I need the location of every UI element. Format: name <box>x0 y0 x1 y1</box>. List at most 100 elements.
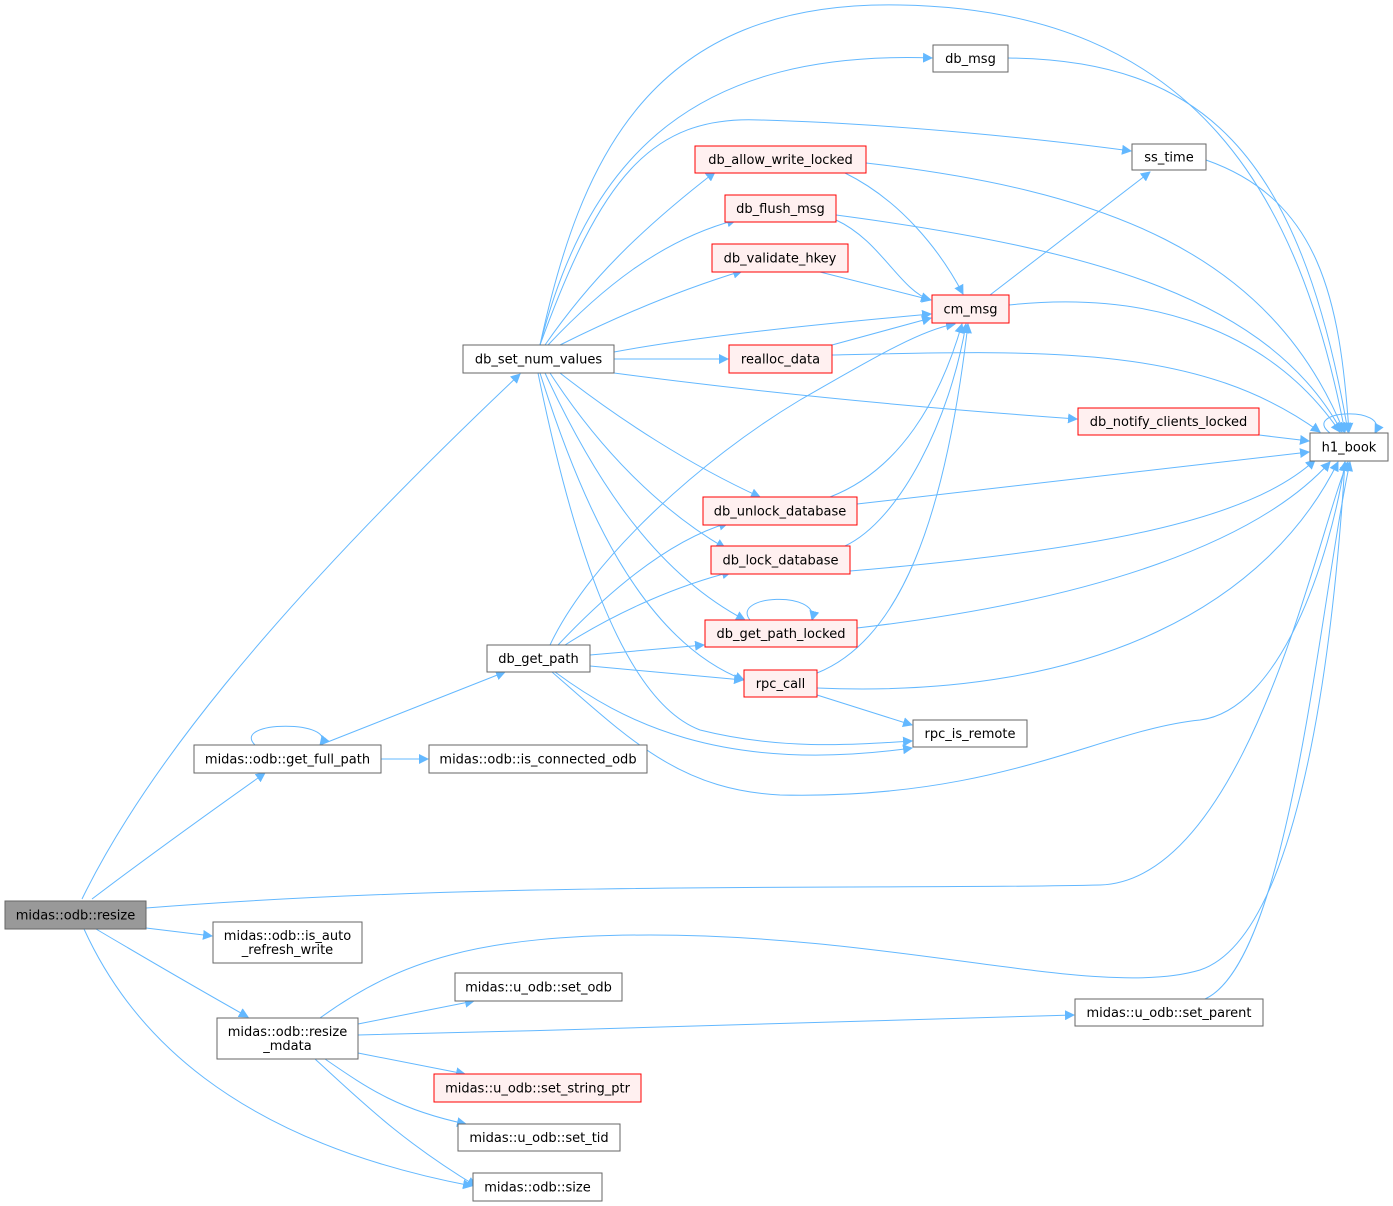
node-label: realloc_data <box>741 353 820 368</box>
node-db-unlock-database[interactable]: db_unlock_database <box>702 496 858 526</box>
node-db-get-path[interactable]: db_get_path <box>486 644 591 673</box>
node-get-full-path[interactable]: midas::odb::get_full_path <box>193 744 382 774</box>
node-rpc-call[interactable]: rpc_call <box>743 669 818 698</box>
node-box <box>472 1172 603 1202</box>
edge-resize_mdata-to-set_tid <box>324 1058 467 1128</box>
node-label: db_unlock_database <box>714 505 847 520</box>
edge-db_flush_msg-to-h1_book <box>835 214 1343 433</box>
edge-db_get_path_locked-to-h1_book <box>856 461 1331 629</box>
node-box <box>728 344 833 374</box>
edge-set_parent-to-h1_book <box>1204 461 1353 1000</box>
node-db-lock-database[interactable]: db_lock_database <box>710 545 851 575</box>
node-box <box>462 344 615 374</box>
node-label: midas::u_odb::set_odb <box>465 981 612 996</box>
edge-resize-to-resize_mdata <box>95 928 249 1018</box>
node-cm-msg[interactable]: cm_msg <box>931 294 1010 324</box>
node-resize[interactable]: midas::odb::resize <box>4 900 147 930</box>
edge-db_unlock_database-to-cm_msg <box>829 323 965 498</box>
node-box <box>702 496 858 526</box>
edge-resize-to-is_auto_refresh_write <box>145 927 213 940</box>
node-label: midas::u_odb::set_string_ptr <box>445 1082 631 1097</box>
node-db-set-num-values[interactable]: db_set_num_values <box>462 344 615 374</box>
node-set-string-ptr[interactable]: midas::u_odb::set_string_ptr <box>433 1073 642 1103</box>
node-label: db_allow_write_locked <box>708 153 853 168</box>
node-box <box>743 669 818 698</box>
edge-db_set_num_values-to-db_notify_clients_locked <box>613 372 1078 424</box>
node-label: db_get_path <box>498 652 578 667</box>
edge-rpc_call-to-rpc_is_remote <box>816 694 913 728</box>
node-label: db_notify_clients_locked <box>1090 415 1247 430</box>
node-label: cm_msg <box>944 303 998 318</box>
edge-realloc_data-to-h1_book <box>831 352 1321 433</box>
node-h1-book[interactable]: h1_book <box>1309 432 1389 462</box>
edge-db_set_num_values-to-db_msg <box>539 52 933 346</box>
edge-db_get_path-to-db_get_path_locked <box>589 640 705 656</box>
node-box <box>454 972 623 1002</box>
edge-db_set_num_values-to-db_get_path_locked <box>544 372 746 621</box>
node-label: midas::odb::is_auto <box>224 929 351 944</box>
edge-h1_book-to-h1_book <box>1323 413 1384 434</box>
edge-get_full_path-to-get_full_path <box>251 725 330 746</box>
node-set-parent[interactable]: midas::u_odb::set_parent <box>1074 998 1264 1027</box>
node-box <box>486 644 591 673</box>
node-label: db_get_path_locked <box>717 627 846 642</box>
node-box <box>931 294 1010 324</box>
node-label: midas::u_odb::set_parent <box>1087 1006 1252 1021</box>
node-db-flush-msg[interactable]: db_flush_msg <box>724 194 837 223</box>
node-set-tid[interactable]: midas::u_odb::set_tid <box>457 1123 621 1152</box>
node-box <box>694 145 867 174</box>
node-realloc-data[interactable]: realloc_data <box>728 344 833 374</box>
node-box <box>1309 432 1389 462</box>
node-label: db_msg <box>945 52 996 67</box>
edge-db_allow_write_locked-to-cm_msg <box>844 172 964 295</box>
node-box <box>433 1073 642 1103</box>
node-db-allow-write-locked[interactable]: db_allow_write_locked <box>694 145 867 174</box>
edge-ss_time-to-h1_book <box>1205 159 1354 433</box>
edge-db_set_num_values-to-rpc_is_remote <box>537 372 913 747</box>
edge-db_msg-to-h1_book <box>1007 57 1352 433</box>
node-box <box>1131 143 1207 171</box>
node-is-connected-odb[interactable]: midas::odb::is_connected_odb <box>428 744 648 774</box>
node-label: midas::u_odb::set_tid <box>469 1131 608 1146</box>
node-ss-time[interactable]: ss_time <box>1131 143 1207 171</box>
node-box <box>428 744 648 774</box>
node-box <box>1074 998 1264 1027</box>
edge-resize-to-h1_book <box>145 461 1349 909</box>
edge-db_get_path-to-db_unlock_database <box>557 520 729 646</box>
node-box <box>724 194 837 223</box>
node-label: rpc_is_remote <box>925 727 1016 742</box>
node-label: db_set_num_values <box>475 353 603 368</box>
node-resize-mdata[interactable]: midas::odb::resize_mdata <box>216 1017 359 1060</box>
node-label: _mdata <box>262 1039 311 1054</box>
edge-db_lock_database-to-cm_msg <box>844 323 970 547</box>
node-db-validate-hkey[interactable]: db_validate_hkey <box>711 243 849 273</box>
node-is-auto-refresh-write[interactable]: midas::odb::is_auto_refresh_write <box>212 921 363 964</box>
edge-db_get_path-to-cm_msg <box>549 320 956 646</box>
node-db-get-path-locked[interactable]: db_get_path_locked <box>704 619 858 648</box>
node-size[interactable]: midas::odb::size <box>472 1172 603 1202</box>
node-box <box>212 921 363 964</box>
edge-rpc_call-to-cm_msg <box>816 323 972 674</box>
node-label: midas::odb::get_full_path <box>205 753 370 768</box>
edge-resize_mdata-to-set_odb <box>357 997 475 1025</box>
node-label: db_flush_msg <box>736 202 825 217</box>
edge-db_set_num_values-to-db_unlock_database <box>559 372 761 498</box>
node-rpc-is-remote[interactable]: rpc_is_remote <box>912 719 1028 748</box>
edge-db_get_path-to-rpc_is_remote <box>554 671 913 756</box>
node-label: db_lock_database <box>722 554 838 569</box>
edge-db_unlock_database-to-h1_book <box>856 448 1310 505</box>
node-db-notify-clients-locked[interactable]: db_notify_clients_locked <box>1077 407 1260 436</box>
edge-db_set_num_values-to-ss_time <box>539 119 1132 346</box>
edge-get_full_path-to-db_get_path <box>319 670 506 746</box>
node-box <box>193 744 382 774</box>
node-label: _refresh_write <box>241 943 333 958</box>
edge-db_set_num_values-to-cm_msg <box>613 309 932 353</box>
node-db-msg[interactable]: db_msg <box>932 44 1009 73</box>
edge-rpc_call-to-h1_book <box>816 461 1339 690</box>
edge-db_validate_hkey-to-cm_msg <box>819 271 932 303</box>
node-set-odb[interactable]: midas::u_odb::set_odb <box>454 972 623 1002</box>
node-box <box>710 545 851 575</box>
node-label: ss_time <box>1144 151 1193 166</box>
edge-db_get_path_locked-to-db_get_path_locked <box>746 598 820 621</box>
